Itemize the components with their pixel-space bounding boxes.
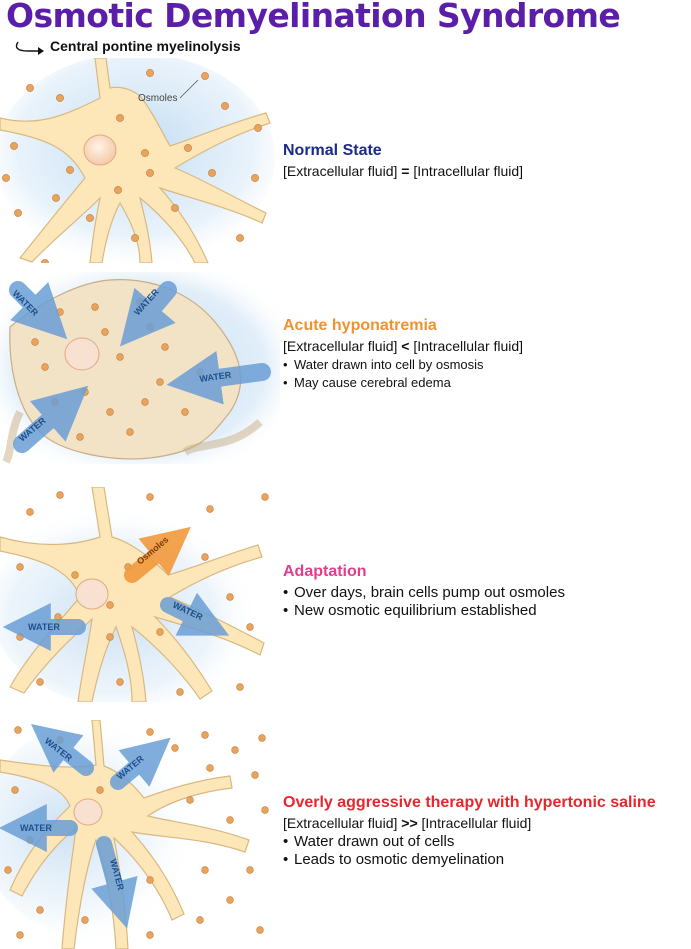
water-arrow-label: WATER (20, 823, 52, 833)
bullet-item: New osmotic equilibrium established (283, 602, 565, 620)
adapted-neuron-illustration: Osmoles WATER WATER (0, 487, 269, 702)
osmoles-callout-label: Osmoles (138, 93, 177, 104)
equation-left: [Extracellular fluid] (283, 163, 402, 179)
panel-adaptation: Osmoles WATER WATER Adaptation Over days… (0, 487, 691, 702)
acute-hyponatremia-caption: Acute hyponatremia [Extracellular fluid]… (283, 317, 523, 392)
panel-normal-state: Osmoles Normal State [Extracellular flui… (0, 58, 691, 263)
aggressive-therapy-caption: Overly aggressive therapy with hypertoni… (283, 794, 656, 869)
water-arrow-label: WATER (28, 622, 60, 632)
swollen-neuron-illustration: WATER WATER WATER WATER (0, 272, 280, 464)
normal-state-heading: Normal State (283, 142, 382, 159)
page-title: Osmotic Demyelination Syndrome (6, 0, 621, 35)
osmoles-callout-line (179, 79, 199, 99)
aggressive-therapy-bullets: Water drawn out of cells Leads to osmoti… (283, 833, 656, 869)
panel-acute-hyponatremia: WATER WATER WATER WATER Acute hyponatrem… (0, 272, 691, 464)
equation-left: [Extracellular fluid] (283, 338, 402, 354)
water-arrows (0, 724, 171, 929)
bullet-item: Water drawn into cell by osmosis (283, 356, 523, 374)
equation-right: [Intracellular fluid] (409, 163, 524, 179)
normal-state-caption: Normal State [Extracellular fluid] = [In… (283, 142, 523, 181)
normal-state-equation: [Extracellular fluid] = [Intracellular f… (283, 163, 523, 179)
shrunken-neuron-illustration: WATER WATER WATER WATER (0, 720, 269, 949)
osmoles-out-arrow (124, 526, 191, 583)
equation-operator: = (401, 163, 410, 179)
subtitle: Central pontine myelinolysis (50, 38, 241, 54)
normal-neuron-illustration: Osmoles (0, 58, 275, 263)
water-arrows (9, 281, 271, 453)
nucleus (83, 134, 117, 166)
water-arrows (2, 592, 230, 651)
adaptation-caption: Adaptation Over days, brain cells pump o… (283, 563, 565, 620)
bullet-item: May cause cerebral edema (283, 374, 523, 392)
acute-hyponatremia-equation: [Extracellular fluid] < [Intracellular f… (283, 338, 523, 354)
curved-arrow-icon (15, 41, 44, 55)
adaptation-bullets: Over days, brain cells pump out osmoles … (283, 584, 565, 620)
neuron-cell (0, 58, 271, 263)
equation-operator: < (401, 338, 410, 354)
adaptation-heading: Adaptation (283, 563, 367, 580)
osmole-dots (2, 69, 262, 263)
panel-aggressive-therapy: WATER WATER WATER WATER Overly aggressiv… (0, 720, 691, 949)
bullet-item: Over days, brain cells pump out osmoles (283, 584, 565, 602)
equation-right: [Intracellular fluid] (409, 338, 524, 354)
aggressive-therapy-heading: Overly aggressive therapy with hypertoni… (283, 794, 656, 811)
osmole-dots (4, 726, 269, 939)
nucleus (73, 798, 103, 826)
equation-left: [Extracellular fluid] (283, 815, 402, 831)
bullet-item: Leads to osmotic demyelination (283, 851, 656, 869)
bullet-item: Water drawn out of cells (283, 833, 656, 851)
equation-right: [Intracellular fluid] (417, 815, 532, 831)
nucleus (64, 337, 100, 371)
nucleus (75, 578, 109, 610)
acute-hyponatremia-heading: Acute hyponatremia (283, 317, 437, 334)
water-arrow-label: WATER (199, 370, 232, 384)
acute-hyponatremia-bullets: Water drawn into cell by osmosis May cau… (283, 356, 523, 392)
aggressive-therapy-equation: [Extracellular fluid] >> [Intracellular … (283, 815, 656, 831)
equation-operator: >> (401, 815, 418, 831)
